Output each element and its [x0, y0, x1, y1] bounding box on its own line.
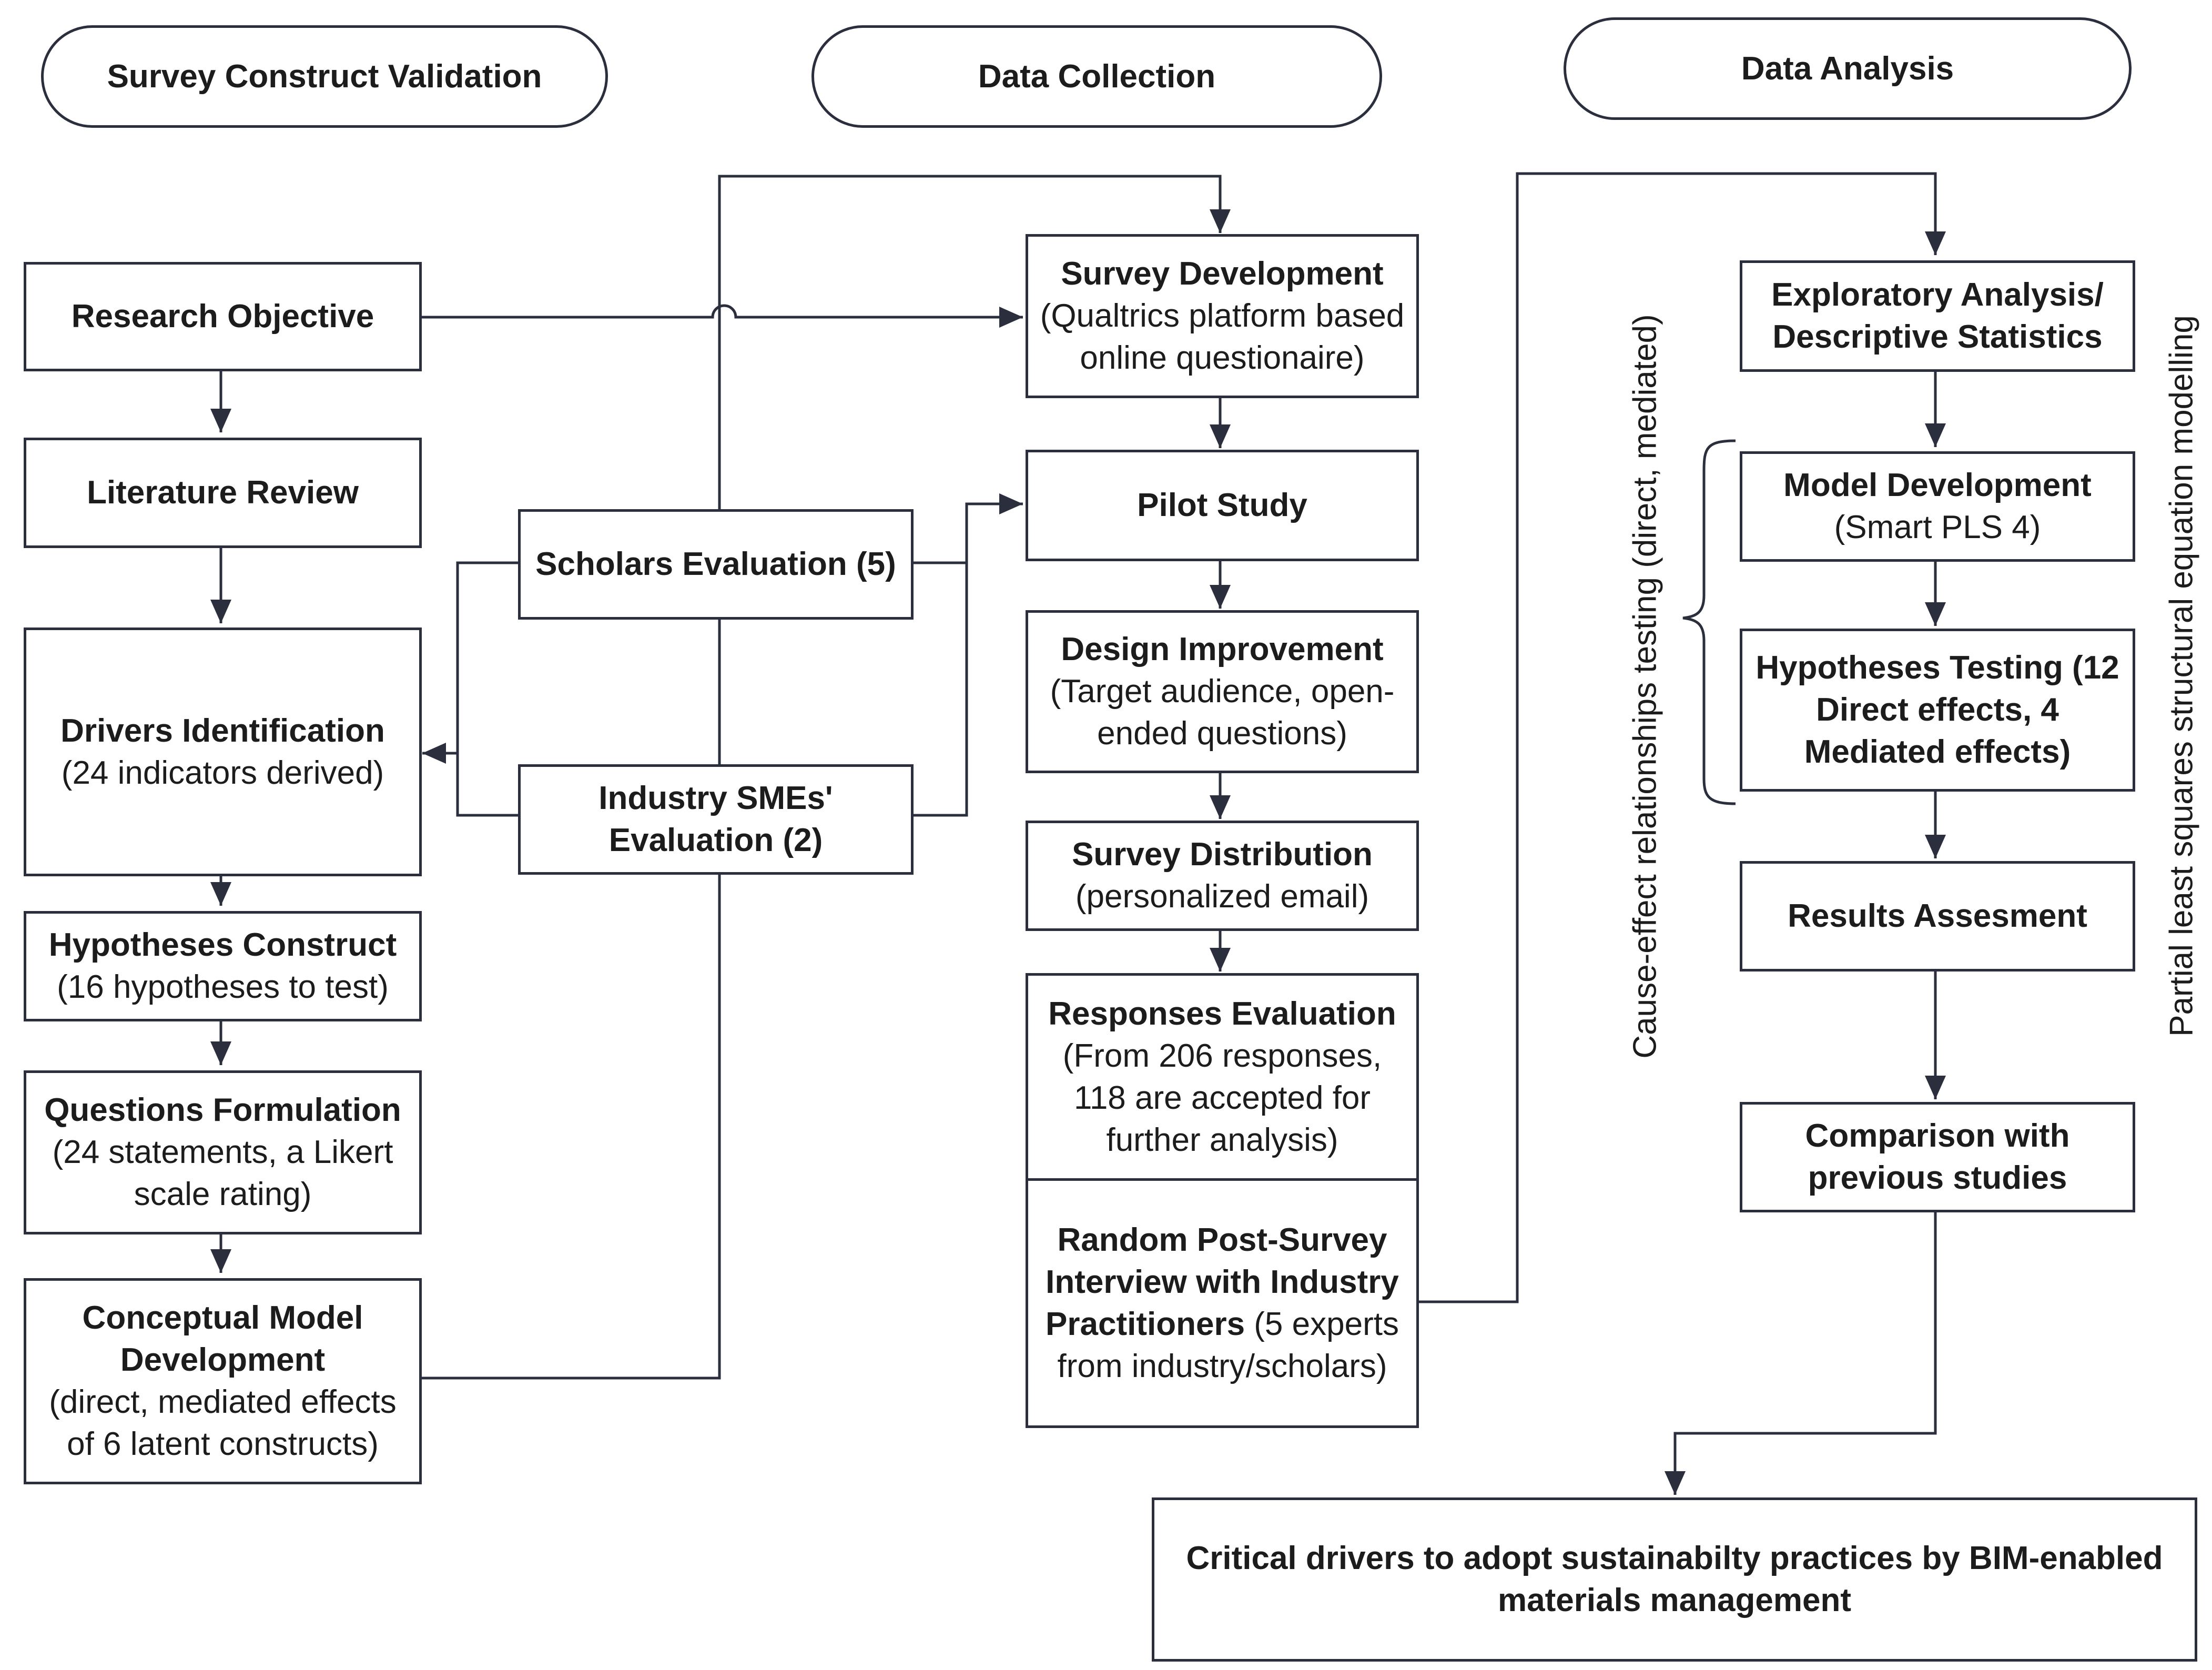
line-conceptual-to-survey-development	[421, 175, 1231, 1380]
node-questions-formulation: Questions Formulation (24 statements, a …	[24, 1070, 422, 1234]
post-survey-interview-title-3: Practitioners	[1046, 1305, 1245, 1342]
conceptual-model-detail-2: of 6 latent constructs)	[67, 1426, 379, 1462]
node-pilot-study: Pilot Study	[1026, 450, 1419, 561]
hypotheses-testing-line-1: Hypotheses Testing (12	[1756, 650, 2119, 686]
post-survey-interview-title-1: Random Post-Survey	[1057, 1221, 1387, 1258]
node-exploratory-analysis: Exploratory Analysis/ Descriptive Statis…	[1740, 260, 2135, 372]
node-industry-smes-evaluation: Industry SMEs' Evaluation (2)	[518, 764, 914, 875]
node-comparison-previous-studies: Comparison with previous studies	[1740, 1102, 2135, 1212]
label-pls-sem: Partial least squares structural equatio…	[2163, 315, 2200, 1037]
design-improvement-detail-2: ended questions)	[1097, 715, 1347, 752]
node-hypotheses-testing: Hypotheses Testing (12 Direct effects, 4…	[1740, 629, 2135, 792]
responses-evaluation-detail-1: (From 206 responses,	[1062, 1037, 1382, 1074]
node-hypotheses-construct: Hypotheses Construct (16 hypotheses to t…	[24, 911, 422, 1021]
drivers-identification-detail: (24 indicators derived)	[61, 754, 384, 791]
industry-smes-line-1: Industry SMEs'	[598, 780, 833, 816]
drivers-identification-title: Drivers Identification	[60, 712, 385, 749]
model-development-detail: (Smart PLS 4)	[1834, 509, 2041, 545]
survey-distribution-detail: (personalized email)	[1075, 878, 1369, 915]
survey-development-title: Survey Development	[1061, 256, 1384, 292]
post-survey-interview-detail-a: (5 experts	[1245, 1305, 1399, 1342]
node-conceptual-model-development: Conceptual Model Development (direct, me…	[24, 1278, 422, 1484]
hypotheses-testing-line-2: Direct effects, 4	[1816, 692, 2059, 728]
line-interview-to-exploratory	[1417, 172, 1946, 1303]
hypotheses-construct-title: Hypotheses Construct	[48, 927, 397, 963]
exploratory-analysis-line-2: Descriptive Statistics	[1772, 319, 2103, 355]
label-cause-effect-testing: Cause-effect relationships testing (dire…	[1627, 314, 1663, 1059]
node-responses-evaluation: Responses Evaluation (From 206 responses…	[1026, 973, 1419, 1181]
phase-data-collection: Data Collection	[811, 25, 1382, 128]
node-post-survey-interview: Random Post-Survey Interview with Indust…	[1026, 1178, 1419, 1428]
industry-smes-line-2: Evaluation (2)	[608, 822, 823, 858]
questions-formulation-detail-1: (24 statements, a Likert	[52, 1134, 393, 1170]
arrow-to-pilot-study	[965, 493, 1023, 563]
hypotheses-construct-detail: (16 hypotheses to test)	[57, 969, 389, 1005]
questions-formulation-detail-2: scale rating)	[134, 1176, 312, 1212]
conceptual-model-title-1: Conceptual Model	[82, 1300, 363, 1336]
node-results-assessment: Results Assesment	[1740, 861, 2135, 971]
node-survey-development: Survey Development (Qualtrics platform b…	[1026, 234, 1419, 398]
design-improvement-title: Design Improvement	[1061, 631, 1384, 667]
node-design-improvement: Design Improvement (Target audience, ope…	[1026, 610, 1419, 773]
critical-drivers-line-1: Critical drivers to adopt sustainabilty …	[1186, 1540, 2163, 1576]
model-development-title: Model Development	[1783, 467, 2092, 503]
post-survey-interview-line-3: Practitioners (5 experts	[1046, 1303, 1399, 1345]
node-drivers-identification: Drivers Identification (24 indicators de…	[24, 627, 422, 876]
line-evaluations-to-pilot	[912, 561, 968, 817]
survey-development-detail-1: (Qualtrics platform based	[1040, 298, 1405, 334]
arrow-comparison-to-critical	[1665, 1212, 1937, 1495]
conceptual-model-detail-1: (direct, mediated effects	[49, 1384, 397, 1420]
responses-evaluation-title: Responses Evaluation	[1048, 995, 1396, 1032]
responses-evaluation-detail-3: further analysis)	[1106, 1121, 1338, 1158]
responses-evaluation-detail-2: 118 are accepted for	[1073, 1079, 1371, 1116]
exploratory-analysis-line-1: Exploratory Analysis/	[1771, 277, 2104, 313]
questions-formulation-title: Questions Formulation	[44, 1092, 401, 1128]
comparison-line-1: Comparison with	[1805, 1118, 2070, 1154]
critical-drivers-line-2: materials management	[1498, 1582, 1851, 1618]
node-survey-distribution: Survey Distribution (personalized email)	[1026, 821, 1419, 931]
phase-survey-construct-validation: Survey Construct Validation	[41, 25, 608, 128]
line-scholars-to-left-bus	[456, 561, 518, 817]
node-research-objective: Research Objective	[24, 262, 422, 371]
node-critical-drivers: Critical drivers to adopt sustainabilty …	[1152, 1497, 2197, 1662]
node-model-development: Model Development (Smart PLS 4)	[1740, 451, 2135, 562]
conceptual-model-title-2: Development	[120, 1342, 326, 1378]
node-scholars-evaluation: Scholars Evaluation (5)	[518, 509, 914, 620]
phase-data-analysis: Data Analysis	[1564, 17, 2132, 120]
curly-brace	[1682, 439, 1736, 805]
design-improvement-detail-1: (Target audience, open-	[1050, 673, 1395, 710]
survey-distribution-title: Survey Distribution	[1072, 836, 1373, 873]
post-survey-interview-detail-b: from industry/scholars)	[1057, 1348, 1387, 1384]
comparison-line-2: previous studies	[1808, 1160, 2067, 1196]
survey-development-detail-2: online questionaire)	[1080, 340, 1365, 376]
hypotheses-testing-line-3: Mediated effects)	[1804, 734, 2071, 770]
node-literature-review: Literature Review	[24, 438, 422, 548]
post-survey-interview-title-2: Interview with Industry	[1046, 1263, 1399, 1300]
arrow-objective-to-survey-development	[421, 304, 1023, 328]
